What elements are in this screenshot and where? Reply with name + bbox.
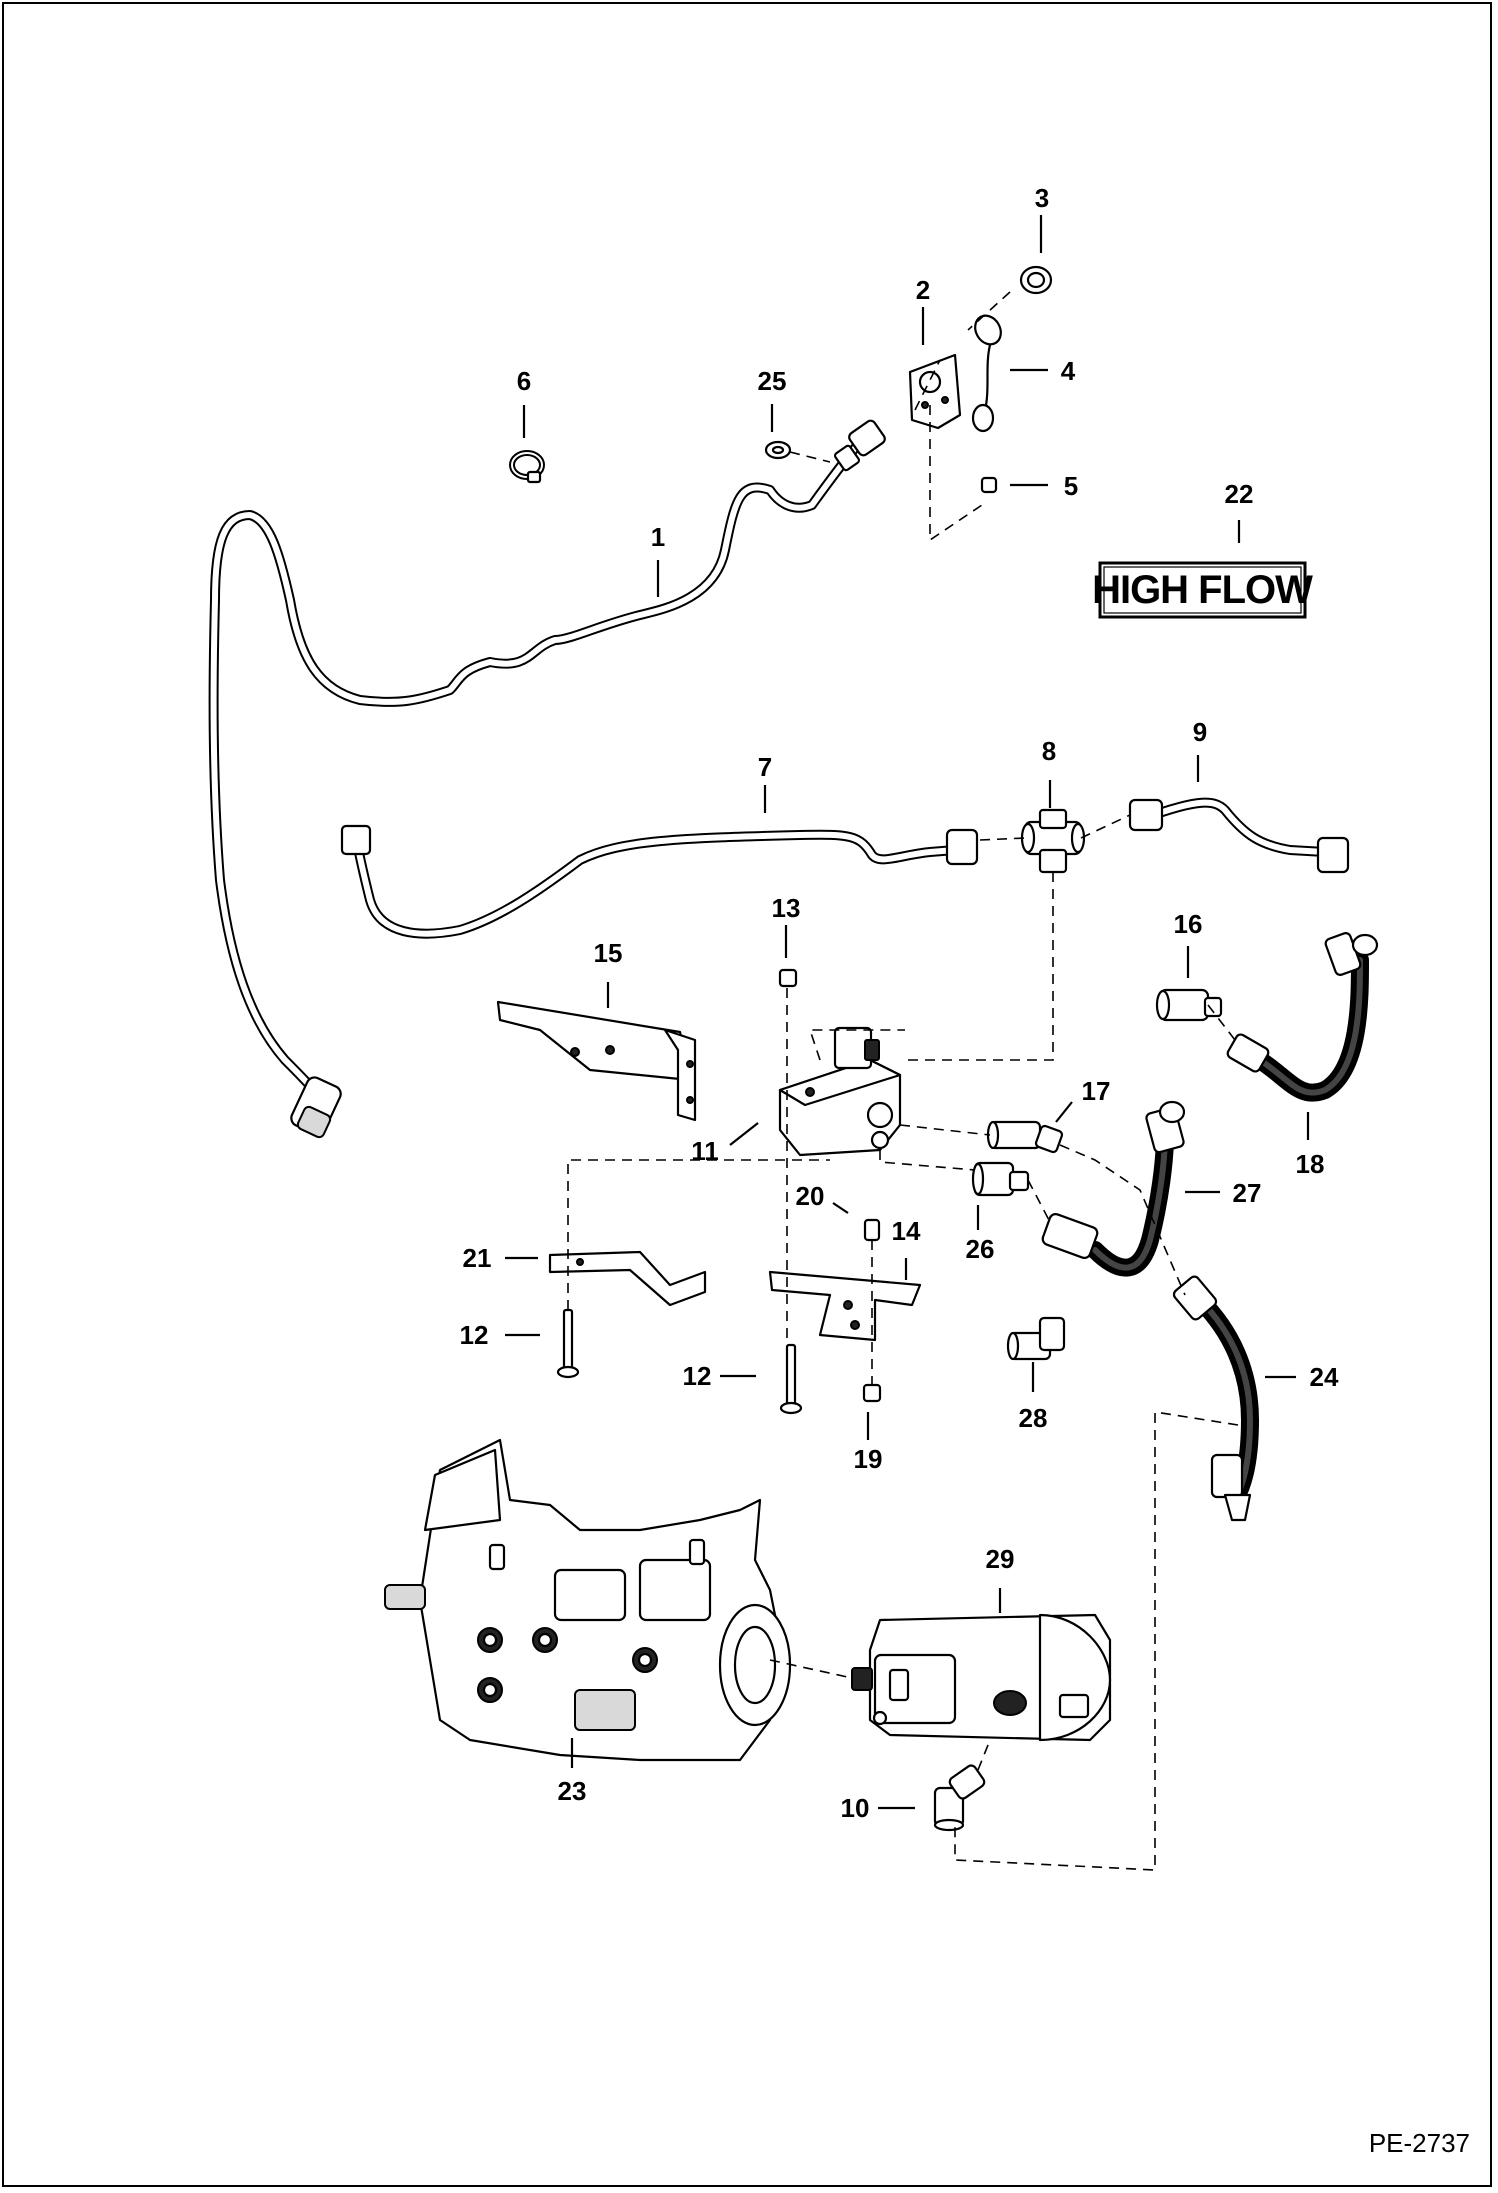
part-28-fitting — [1006, 1316, 1066, 1361]
callout-1: 1 — [651, 522, 665, 552]
part-27-hose — [1041, 1100, 1186, 1277]
callout-leaders — [505, 215, 1310, 1810]
callout-2: 2 — [916, 275, 930, 305]
callout-28: 28 — [1019, 1403, 1048, 1433]
callout-7: 7 — [758, 752, 772, 782]
part-12-bolt-right — [779, 1343, 803, 1415]
high-flow-badge: HIGH FLOW — [1092, 561, 1314, 619]
part-24-hose — [1172, 1275, 1260, 1522]
callout-29: 29 — [986, 1544, 1015, 1574]
callout-12-right: 12 — [683, 1361, 712, 1391]
part-29-gear-pump — [851, 1613, 1112, 1742]
part-9-tube — [1128, 797, 1350, 874]
part-7-tube — [340, 824, 979, 939]
callout-15: 15 — [594, 938, 623, 968]
part-10-fitting — [933, 1764, 986, 1832]
callout-17: 17 — [1082, 1076, 1111, 1106]
callout-6: 6 — [517, 366, 531, 396]
callout-16: 16 — [1174, 909, 1203, 939]
callout-23: 23 — [558, 1776, 587, 1806]
figure-id-label: PE-2737 — [1368, 2128, 1470, 2158]
part-25-clip — [764, 440, 792, 460]
callout-22: 22 — [1225, 479, 1254, 509]
callout-numbers: 3 2 4 5 6 25 22 1 7 8 9 13 15 16 17 18 1… — [460, 183, 1339, 1823]
part-13-nut — [778, 968, 798, 988]
callout-21: 21 — [463, 1243, 492, 1273]
part-3-fitting — [1019, 265, 1053, 295]
part-26-fitting — [971, 1161, 1030, 1197]
callout-14: 14 — [892, 1216, 921, 1246]
part-8-tee — [1020, 808, 1086, 874]
callout-3: 3 — [1035, 183, 1049, 213]
callout-19: 19 — [854, 1444, 883, 1474]
part-11-valve-block — [778, 1026, 902, 1157]
callout-20: 20 — [796, 1181, 825, 1211]
part-14-bracket — [768, 1270, 922, 1342]
part-12-bolt-left — [556, 1308, 580, 1379]
part-20-screw — [863, 1218, 881, 1242]
callout-27: 27 — [1233, 1178, 1262, 1208]
part-4-cap — [971, 314, 1002, 433]
callout-4: 4 — [1061, 356, 1076, 386]
callout-26: 26 — [966, 1234, 995, 1264]
part-21-bracket — [548, 1250, 707, 1307]
part-2-bracket — [908, 353, 962, 430]
part-1-tube — [208, 419, 886, 1139]
part-17-fitting — [986, 1120, 1064, 1154]
part-6-clamp — [509, 450, 545, 484]
callout-8: 8 — [1042, 736, 1056, 766]
callout-10: 10 — [841, 1793, 870, 1823]
part-15-bracket — [496, 1000, 697, 1122]
part-23-pump — [384, 1438, 792, 1762]
part-18-hose — [1226, 932, 1379, 1102]
callout-18: 18 — [1296, 1149, 1325, 1179]
assembly-dashed-lines — [567, 291, 1239, 1871]
callout-11: 11 — [691, 1136, 719, 1166]
callout-5: 5 — [1064, 471, 1078, 501]
callout-9: 9 — [1193, 717, 1207, 747]
callout-24: 24 — [1310, 1362, 1339, 1392]
callout-13: 13 — [772, 893, 801, 923]
part-16-fitting — [1155, 988, 1223, 1022]
part-5-nut — [980, 476, 998, 494]
part-19-nut — [862, 1383, 882, 1403]
high-flow-label: HIGH FLOW — [1092, 568, 1313, 612]
callout-25: 25 — [758, 366, 787, 396]
callout-12-left: 12 — [460, 1320, 489, 1350]
